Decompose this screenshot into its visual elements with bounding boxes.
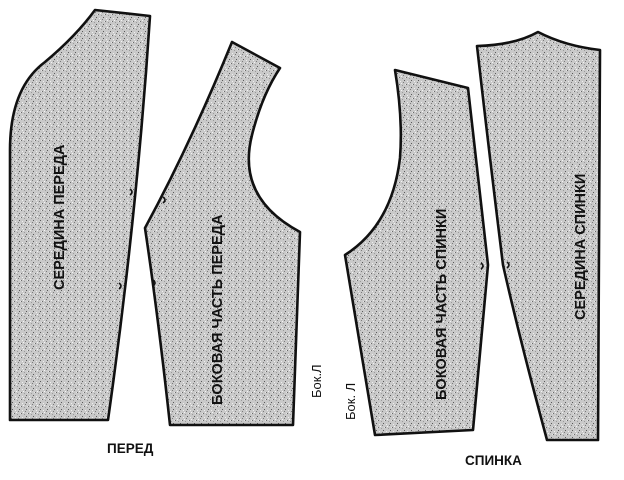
- back-side-piece: БОКОВАЯ ЧАСТЬ СПИНКИ Бок. Л: [343, 68, 490, 437]
- front-side-mark: Бок.Л: [309, 364, 324, 398]
- back-group-label: СПИНКА: [465, 453, 522, 468]
- back-side-mark: Бок. Л: [343, 383, 358, 420]
- back-side-label: БОКОВАЯ ЧАСТЬ СПИНКИ: [434, 209, 450, 400]
- back-center-piece: СЕРЕДИНА СПИНКИ: [475, 30, 602, 442]
- front-group-label: ПЕРЕД: [107, 441, 154, 456]
- front-center-label: СЕРЕДИНА ПЕРЕДА: [52, 144, 68, 290]
- front-center-piece: СЕРЕДИНА ПЕРЕДА: [8, 8, 152, 422]
- front-side-piece: БОКОВАЯ ЧАСТЬ ПЕРЕДА Бок.Л: [143, 40, 324, 427]
- front-side-label: БОКОВАЯ ЧАСТЬ ПЕРЕДА: [210, 214, 226, 405]
- back-center-label: СЕРЕДИНА СПИНКИ: [573, 174, 589, 320]
